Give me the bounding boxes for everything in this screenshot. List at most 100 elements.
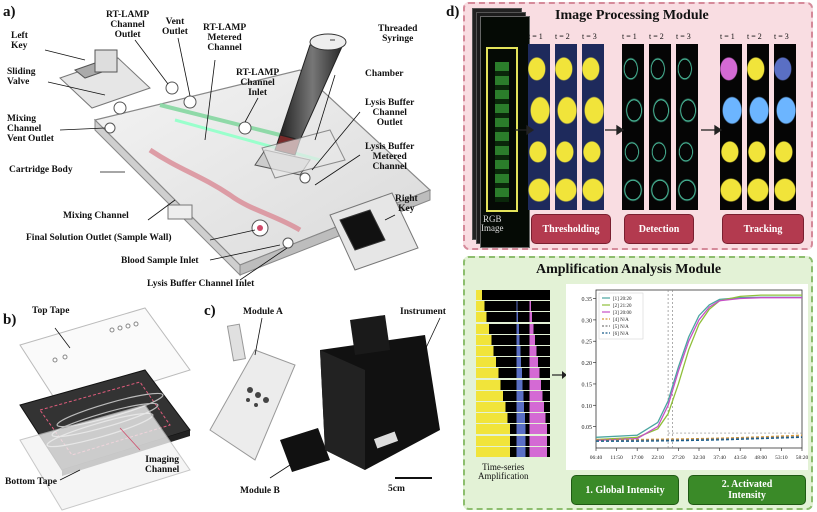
detection-button: Detection bbox=[625, 215, 693, 243]
tracking-time-label-2: t = 2 bbox=[747, 32, 762, 41]
imaging-channel-label: Imaging Channel bbox=[145, 455, 180, 475]
time-series-frame bbox=[476, 413, 550, 424]
detection-strip-2 bbox=[649, 44, 671, 210]
callout-lysis-buffer-metered-channel: Lysis Buffer Metered Channel bbox=[365, 142, 415, 172]
callout-mixing-channel-vent-outlet: Mixing Channel Vent Outlet bbox=[7, 114, 54, 144]
panel-c-label: c) bbox=[204, 303, 216, 319]
legend-label-1: [1] 20:20 bbox=[613, 297, 632, 302]
instrument-label: Instrument bbox=[400, 307, 446, 317]
time-series-frame bbox=[476, 435, 550, 446]
time-series-label: Time-series Amplification bbox=[478, 462, 529, 482]
callout-rt-lamp-channel-inlet: RT-LAMP Channel Inlet bbox=[236, 68, 280, 98]
series-line-3 bbox=[595, 297, 802, 441]
detection-time-label-1: t = 1 bbox=[622, 32, 637, 41]
thresholding-time-label-1: t = 1 bbox=[528, 32, 543, 41]
callout-right-key: Right Key bbox=[395, 194, 418, 214]
time-series-frame bbox=[476, 323, 550, 334]
series-line-6 bbox=[596, 436, 803, 442]
x-tick-label: 43:50 bbox=[734, 455, 747, 461]
rgb-image-stack bbox=[472, 8, 532, 248]
legend-label-6: [6] N/A bbox=[613, 332, 629, 337]
callout-blood-sample-inlet: Blood Sample Inlet bbox=[121, 256, 199, 266]
thresholding-button: Thresholding bbox=[532, 215, 610, 243]
image-processing-title: Image Processing Module bbox=[555, 8, 709, 23]
module-b-label: Module B bbox=[240, 486, 280, 496]
time-series-frame bbox=[476, 368, 550, 379]
callout-final-solution-outlet: Final Solution Outlet (Sample Wall) bbox=[26, 233, 172, 243]
y-tick-label: 0.30 bbox=[582, 318, 593, 324]
time-series-frame bbox=[476, 402, 550, 412]
y-tick-label: 0.10 bbox=[582, 404, 593, 410]
tracking-strip-1 bbox=[720, 44, 742, 210]
panel-a-label: a) bbox=[3, 4, 16, 20]
thresholding-time-label-2: t = 2 bbox=[555, 32, 570, 41]
detection-time-label-3: t = 3 bbox=[676, 32, 691, 41]
thresholding-strip-1 bbox=[528, 44, 550, 210]
y-tick-label: 0.35 bbox=[582, 297, 593, 303]
callout-chamber: Chamber bbox=[365, 69, 404, 79]
rgb-image-label: RGB Image bbox=[481, 214, 504, 234]
time-series-frame bbox=[476, 334, 550, 345]
thresholding-time-label-3: t = 3 bbox=[582, 32, 597, 41]
amplification-title: Amplification Analysis Module bbox=[536, 262, 722, 277]
legend-label-4: [4] N/A bbox=[613, 318, 629, 323]
time-series-stack bbox=[476, 290, 552, 458]
x-tick-label: 53:10 bbox=[775, 455, 788, 461]
tracking-strip-2 bbox=[747, 44, 769, 210]
module-a-label: Module A bbox=[243, 307, 283, 317]
thresholding-strip-2 bbox=[555, 44, 577, 210]
x-tick-label: 48:00 bbox=[755, 455, 768, 461]
module-instrument-photo bbox=[209, 315, 441, 479]
processing-arrows bbox=[515, 124, 723, 136]
series-line-4 bbox=[596, 434, 803, 441]
x-tick-label: 37:40 bbox=[713, 455, 726, 461]
callout-left-key: Left Key bbox=[11, 31, 28, 51]
series-line-5 bbox=[596, 435, 803, 441]
x-tick-label: 58:20 bbox=[796, 455, 808, 461]
legend-label-3: [3] 20:00 bbox=[613, 311, 632, 316]
callout-threaded-syringe: Threaded Syringe bbox=[378, 24, 418, 44]
x-tick-label: 27:20 bbox=[672, 455, 685, 461]
panel-b-label: b) bbox=[3, 312, 17, 328]
stack-to-chart-arrow bbox=[552, 371, 567, 379]
time-series-frame bbox=[476, 290, 550, 300]
time-series-frame bbox=[476, 446, 550, 457]
detection-time-label-2: t = 2 bbox=[649, 32, 664, 41]
chamber-shape bbox=[261, 129, 346, 179]
scale-bar-label: 5cm bbox=[388, 484, 405, 494]
activated-intensity-button: 2. Activated Intensity bbox=[689, 476, 805, 504]
time-series-frame bbox=[476, 301, 550, 312]
tracking-time-label-1: t = 1 bbox=[720, 32, 735, 41]
time-series-frame bbox=[476, 390, 550, 401]
time-series-frame bbox=[476, 312, 550, 323]
callout-sliding-valve: Sliding Valve bbox=[7, 67, 36, 87]
tracking-button: Tracking bbox=[723, 215, 803, 243]
callout-rt-lamp-metered-channel: RT-LAMP Metered Channel bbox=[203, 23, 247, 53]
x-tick-label: 11:50 bbox=[610, 455, 623, 461]
top-tape-label: Top Tape bbox=[32, 306, 70, 316]
y-tick-label: 0.25 bbox=[582, 340, 593, 346]
legend-box bbox=[598, 292, 644, 340]
detection-strip-1 bbox=[622, 44, 644, 210]
x-tick-label: 32:30 bbox=[693, 455, 706, 461]
x-tick-label: 17:00 bbox=[631, 455, 644, 461]
callout-lysis-buffer-channel-inlet: Lysis Buffer Channel Inlet bbox=[147, 279, 255, 289]
callout-mixing-channel: Mixing Channel bbox=[63, 211, 129, 221]
time-series-frame bbox=[476, 379, 550, 390]
callout-lysis-buffer-channel-outlet: Lysis Buffer Channel Outlet bbox=[365, 98, 415, 128]
legend-label-2: [2] 21:20 bbox=[613, 304, 632, 309]
bottom-tape-label: Bottom Tape bbox=[5, 477, 57, 487]
time-series-frame bbox=[476, 357, 550, 368]
mixing-channel-shape bbox=[148, 147, 302, 233]
time-series-frame bbox=[476, 346, 550, 356]
y-tick-label: 0.15 bbox=[582, 382, 593, 388]
thresholding-strip-3 bbox=[582, 44, 604, 210]
series-line-2 bbox=[595, 294, 802, 441]
panel-d-label: d) bbox=[446, 4, 460, 20]
x-tick-label: 22:10 bbox=[652, 455, 665, 461]
tracking-strip-3 bbox=[774, 44, 796, 210]
callout-vent-outlet: Vent Outlet bbox=[162, 17, 188, 37]
callout-cartridge-body: Cartridge Body bbox=[9, 165, 73, 175]
y-tick-label: 0.20 bbox=[582, 361, 593, 367]
